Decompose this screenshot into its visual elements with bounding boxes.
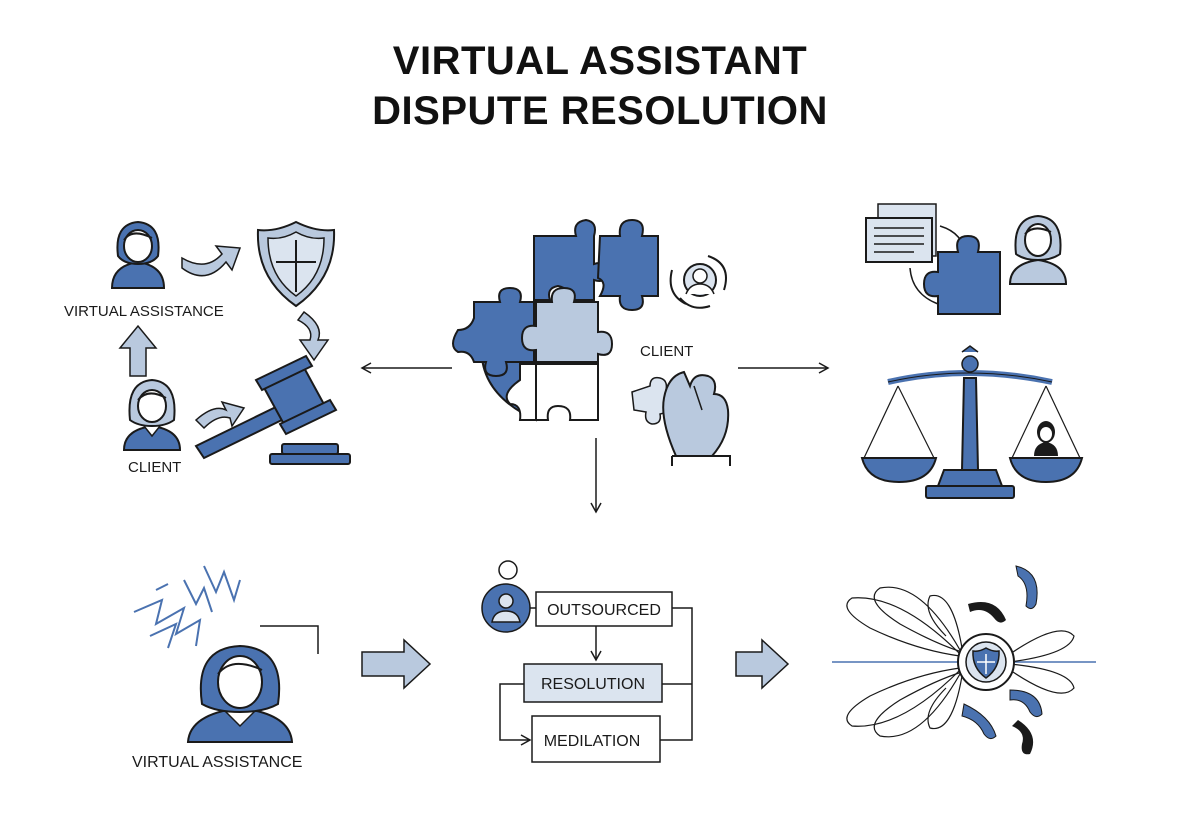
outsourced-label: OUTSOURCED [547, 602, 661, 619]
block-arrow-icon [361, 638, 432, 690]
puzzle-piece-icon [922, 234, 1001, 315]
title-line-2: DISPUTE RESOLUTION [372, 89, 828, 133]
title-line-1: VIRTUAL ASSISTANT [392, 39, 808, 83]
medilation-box [531, 715, 661, 763]
loop-connector [499, 683, 532, 746]
virtual-assistant-person-icon [110, 220, 166, 289]
client-label-center: CLIENT [640, 343, 693, 360]
bottom-center-flowchart: OUTSOURCED RESOLUTION MEDILATION [481, 560, 693, 763]
medilation-label: MEDILATION [544, 733, 641, 750]
swirl-icon [961, 703, 997, 740]
client-person-icon [122, 378, 182, 451]
scales-icon [860, 345, 1084, 499]
lightning-icon [133, 565, 241, 649]
radiating-lines-icon [846, 586, 1075, 738]
user-icon [481, 583, 531, 633]
swirl-icon [1015, 565, 1038, 610]
feedback-connector [660, 607, 693, 741]
person-icon [1008, 214, 1068, 285]
top-right-panel [860, 203, 1084, 499]
down-arrow-icon [296, 310, 330, 362]
gavel-icon [194, 354, 351, 465]
resolution-box [523, 663, 663, 703]
shield-icon [256, 220, 336, 308]
flow-arrow-icon [181, 245, 242, 277]
document-icon [865, 203, 937, 263]
bottom-right-emblem [832, 565, 1096, 755]
hand-icon [631, 370, 731, 466]
client-label-left: CLIENT [128, 459, 181, 476]
emblem-shield-icon [972, 647, 1000, 679]
page-title: VIRTUAL ASSISTANT DISPUTE RESOLUTION [0, 36, 1200, 136]
puzzle-icon [452, 218, 659, 422]
swirl-icon [968, 602, 1006, 623]
swirl-icon [1009, 689, 1043, 718]
block-arrow-icon [735, 638, 790, 690]
connector-line [260, 625, 319, 654]
top-left-panel: VIRTUAL ASSISTANCE CLIENT [64, 220, 351, 476]
node-circle-icon [498, 560, 518, 580]
outsourced-box [535, 591, 673, 627]
rotate-person-icon [669, 255, 727, 309]
flow-arrow-icon [194, 400, 246, 430]
resolution-label: RESOLUTION [541, 676, 645, 693]
up-arrow-icon [118, 324, 158, 377]
virtual-assistance-bottom-label: VIRTUAL ASSISTANCE [132, 754, 302, 771]
virtual-assistant-person-icon [186, 644, 294, 743]
swirl-icon [1012, 720, 1034, 755]
virtual-assistance-top-label: VIRTUAL ASSISTANCE [64, 303, 224, 320]
bottom-left-panel: VIRTUAL ASSISTANCE [132, 565, 319, 771]
